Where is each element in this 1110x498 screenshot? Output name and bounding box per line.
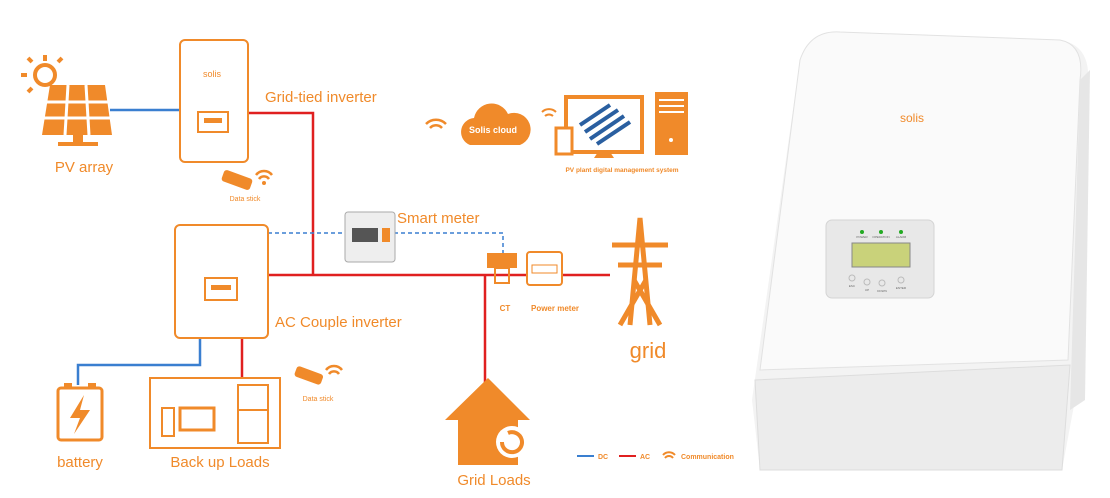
wifi-icon: [425, 118, 447, 129]
ac-couple-inverter-label: AC Couple inverter: [275, 314, 402, 331]
grid-tied-inverter-icon: [179, 39, 249, 163]
smart-meter-label: Smart meter: [397, 210, 480, 227]
led-power-label: POWER: [856, 235, 868, 239]
btn-down-label: DOWN: [877, 289, 887, 293]
cloud-icon: [461, 103, 531, 145]
btn-esc-label: ESC: [849, 284, 856, 288]
legend-dc: DC: [598, 454, 608, 461]
product-leds: POWER OPERATION ALARM: [856, 235, 906, 239]
led-operation-label: OPERATION: [872, 235, 889, 239]
ct-icon: [487, 253, 517, 268]
legend: DC AC Communication: [577, 451, 734, 461]
product-buttons: ESC UP DOWN ENTER: [849, 284, 907, 293]
legend-ac: AC: [640, 454, 650, 461]
grid-label: grid: [630, 338, 667, 363]
btn-up-label: UP: [865, 288, 869, 292]
battery-icon: [56, 383, 104, 442]
led-alarm-label: ALARM: [896, 235, 907, 239]
inverter-brand: solis: [203, 69, 222, 79]
dc-wires: [76, 108, 202, 385]
house-icon: [445, 378, 530, 465]
data-stick-label: Data stick: [230, 196, 261, 203]
ct-label: CT: [500, 304, 511, 313]
pv-plant-system-label: PV plant digital management system: [565, 167, 678, 174]
backup-loads-label: Back up Loads: [170, 454, 269, 471]
battery-label: battery: [57, 454, 103, 471]
grid-tied-inverter-label: Grid-tied inverter: [265, 89, 377, 106]
legend-communication: Communication: [681, 454, 734, 461]
legend-wifi-icon: [662, 451, 676, 459]
monitoring-system-icon: [541, 92, 688, 158]
grid-loads-label: Grid Loads: [457, 472, 530, 489]
pv-array-icon: [21, 55, 112, 146]
data-stick-2-label: Data stick: [303, 396, 334, 403]
btn-enter-label: ENTER: [896, 286, 907, 290]
power-meter-label: Power meter: [531, 304, 579, 313]
grid-tower-icon: [612, 217, 668, 327]
solis-cloud-label: Solis cloud: [469, 125, 517, 135]
data-stick-2-icon: [294, 364, 343, 385]
power-meter-icon: [526, 251, 563, 286]
backup-loads-icon: [149, 377, 281, 449]
inverter-product-image: [752, 31, 1090, 471]
smart-meter-icon: [344, 211, 396, 263]
ac-couple-inverter-icon: [174, 224, 269, 339]
pv-array-label: PV array: [55, 159, 114, 176]
product-brand: solis: [900, 111, 924, 125]
data-stick-icon: [221, 169, 273, 190]
